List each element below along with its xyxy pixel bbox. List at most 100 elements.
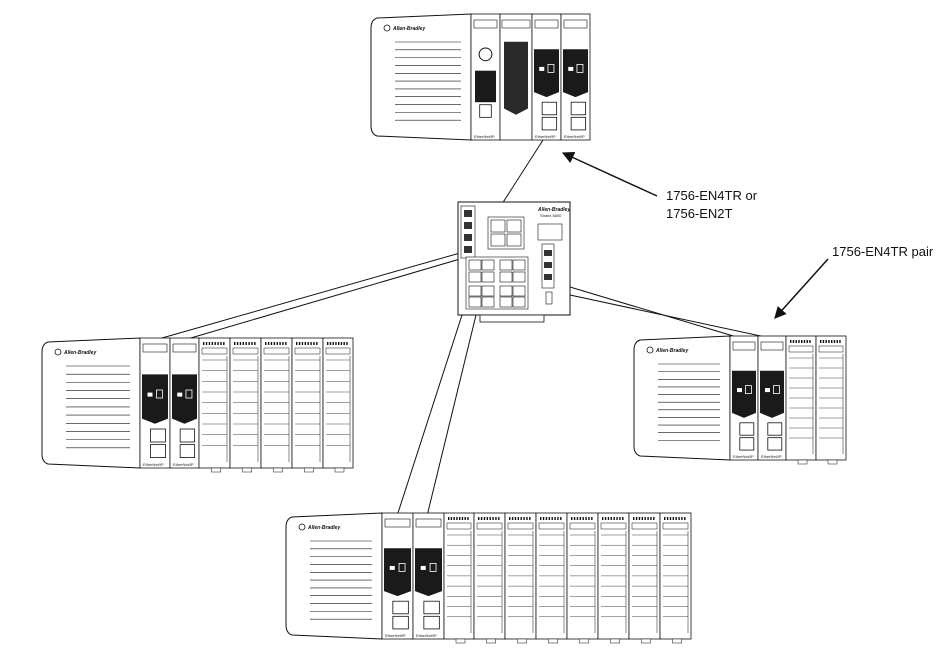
module-slot: EtherNet/IP: [729, 335, 759, 461]
usb-port-icon: [147, 392, 153, 397]
cable-left-chassis-b: [183, 258, 461, 341]
usb-port-icon: [177, 392, 183, 397]
usb-port-icon: [568, 66, 574, 71]
module-face: [534, 49, 559, 98]
module-footer: EtherNet/IP: [173, 462, 194, 467]
ethernet-port-2: [541, 116, 558, 131]
ethernet-port-1: [392, 600, 409, 615]
module-footer: EtherNet/IP: [761, 454, 782, 459]
module-slot: EtherNet/IP: [381, 512, 414, 640]
module-slot: EtherNet/IP: [531, 13, 562, 141]
ethernet-port-1: [423, 600, 440, 615]
module-slot: [535, 512, 568, 644]
status-display: [760, 341, 784, 351]
cable-top-chassis: [501, 139, 544, 205]
ab-logo-icon: [54, 348, 62, 356]
power-supply: [370, 13, 472, 141]
module-slot: [473, 512, 506, 644]
arrow-primary-module: [561, 152, 658, 197]
status-display: [732, 341, 756, 351]
module-slot: [815, 335, 847, 465]
usb-port-icon: [737, 388, 742, 393]
module-face: [142, 374, 168, 424]
module-footer: EtherNet/IP: [564, 134, 585, 139]
chassis-brand: Allen-Bradley: [392, 26, 425, 32]
module-slot: EtherNet/IP: [139, 337, 171, 469]
usb-port-icon: [420, 565, 426, 570]
module-slot: [659, 512, 692, 644]
status-display: [172, 343, 197, 353]
module-face: [563, 49, 588, 98]
cable-bottom-chassis-a: [396, 314, 463, 517]
arrow-pair-module: [774, 258, 829, 319]
cable-right-chassis-a: [569, 286, 741, 339]
status-display: [415, 518, 442, 528]
chassis-brand: Allen-Bradley: [655, 348, 688, 354]
module-slot: [443, 512, 475, 644]
module-footer: EtherNet/IP: [474, 134, 495, 139]
ethernet-port-1: [570, 101, 587, 116]
module-footer: EtherNet/IP: [535, 134, 556, 139]
status-display: [534, 19, 559, 29]
module-slot: EtherNet/IP: [412, 512, 445, 640]
cable-right-chassis-b: [569, 294, 771, 339]
stratix-switch: Allen-Bradley Stratix 5800: [457, 201, 571, 323]
power-supply: [41, 337, 141, 469]
ethernet-port-2: [179, 444, 196, 458]
module-face: [732, 370, 756, 418]
module-footer: EtherNet/IP: [143, 462, 164, 467]
module-face: [475, 70, 496, 103]
chassis-brand: Allen-Bradley: [307, 525, 340, 531]
ethernet-port-1: [179, 428, 196, 443]
ethernet-cables: [154, 139, 771, 517]
ethernet-port-2: [739, 437, 755, 451]
power-supply: [633, 335, 731, 461]
module-slot: EtherNet/IP: [169, 337, 200, 469]
ethernet-port-2: [767, 437, 783, 451]
switch-model: Stratix 5800: [540, 213, 562, 218]
module-footer: EtherNet/IP: [385, 633, 406, 638]
power-supply: [285, 512, 383, 640]
module-slot: [499, 13, 533, 141]
module-footer: EtherNet/IP: [733, 454, 754, 459]
ethernet-port-2: [150, 444, 166, 458]
status-display: [563, 19, 588, 29]
ethernet-port-2: [570, 116, 587, 131]
module-slot: [260, 337, 293, 473]
ethernet-port-1: [767, 422, 783, 436]
pair-module-label: 1756-EN4TR pair: [832, 244, 934, 259]
module-face: [760, 370, 784, 418]
primary-module-label-line1: 1756-EN4TR or: [666, 188, 758, 203]
cable-bottom-chassis-b: [426, 314, 477, 517]
blank-cover: [504, 41, 528, 115]
ethernet-port-1: [150, 428, 166, 443]
module-slot: EtherNet/IP: [757, 335, 787, 461]
module-slot: EtherNet/IP: [560, 13, 591, 141]
module-slot: [566, 512, 599, 644]
ab-logo-icon: [298, 523, 306, 531]
keyswitch-icon: [478, 47, 493, 62]
usb-port-icon: [389, 565, 395, 570]
usb-port-icon: [539, 66, 545, 71]
primary-module-label: 1756-EN4TR or 1756-EN2T: [666, 188, 757, 222]
status-display: [142, 343, 168, 353]
module-slot: EtherNet/IP: [470, 13, 501, 141]
ethernet-port-2: [392, 615, 409, 630]
ethernet-port-2: [423, 615, 440, 630]
switch-brand: Allen-Bradley: [537, 207, 570, 213]
module-slot: [785, 335, 817, 465]
module-face: [415, 548, 442, 597]
primary-module-label-line2: 1756-EN2T: [666, 206, 733, 221]
ethernet-port-1: [541, 101, 558, 116]
module-slot: [628, 512, 661, 644]
module-slot: [198, 337, 231, 473]
module-face: [384, 548, 411, 597]
ab-logo-icon: [383, 24, 391, 32]
module-face: [172, 374, 197, 424]
ethernet-port-1: [739, 422, 755, 436]
module-slot: [504, 512, 537, 644]
